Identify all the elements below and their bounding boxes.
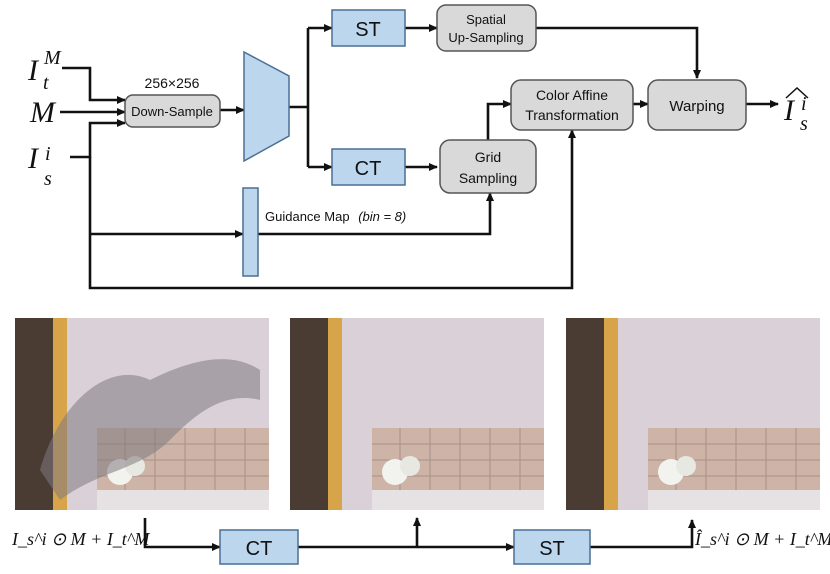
svg-text:M: M — [43, 47, 62, 69]
svg-text:Guidance Map (bin = 8): Guidance Map (bin = 8) — [265, 209, 406, 224]
input-mask: M — [29, 96, 57, 129]
photo-panel-after-st — [566, 318, 820, 510]
svg-text:s: s — [800, 113, 808, 135]
down-sample-label: Down-Sample — [131, 104, 213, 119]
photo-panel-after-ct — [290, 318, 544, 510]
guidance-map: Guidance Map (bin = 8) — [242, 187, 406, 277]
svg-text:I: I — [27, 142, 40, 175]
encoder-trapezoid — [243, 50, 290, 163]
bottom-arrows — [143, 517, 696, 551]
st-block: ST — [331, 9, 406, 47]
bottom-st-block: ST — [513, 529, 591, 565]
svg-text:I: I — [783, 94, 796, 127]
svg-text:Up-Sampling: Up-Sampling — [448, 30, 523, 45]
warping-block: Warping — [647, 79, 747, 131]
ct-label: CT — [355, 158, 382, 180]
svg-text:s: s — [44, 168, 52, 190]
photo-panel-composite — [15, 318, 269, 510]
input-target-masked: I M t — [27, 47, 62, 94]
svg-text:M: M — [29, 96, 57, 129]
svg-text:Color Affine: Color Affine — [536, 87, 608, 103]
svg-text:i: i — [45, 143, 51, 165]
grid-sampling-block: Grid Sampling — [439, 139, 537, 194]
bottom-right-formula: Î_s^i ⊙ M + I_t^M — [694, 528, 830, 549]
svg-text:Warping: Warping — [669, 98, 724, 115]
bottom-ct-block: CT — [219, 529, 299, 565]
svg-text:ST: ST — [539, 538, 565, 560]
bottom-left-formula: I_s^i ⊙ M + I_t^M — [11, 529, 150, 549]
output-label: I i s — [783, 86, 809, 135]
hat-mark — [785, 86, 809, 99]
down-sample-block: 256×256 Down-Sample — [124, 75, 221, 128]
svg-text:t: t — [43, 72, 49, 94]
svg-text:Spatial: Spatial — [466, 12, 506, 27]
svg-text:Grid: Grid — [475, 149, 501, 165]
color-affine-block: Color Affine Transformation — [510, 79, 634, 131]
st-label: ST — [355, 19, 381, 41]
top-arrows — [60, 24, 779, 290]
svg-text:Sampling: Sampling — [459, 170, 517, 186]
svg-text:i: i — [801, 93, 807, 115]
spatial-up-sampling-block: Spatial Up-Sampling — [436, 4, 537, 52]
ct-block: CT — [331, 148, 406, 186]
svg-text:Transformation: Transformation — [525, 107, 619, 123]
svg-text:I: I — [27, 54, 40, 87]
guidance-label: Guidance Map — [265, 209, 350, 224]
input-source: I i s — [27, 142, 52, 190]
down-sample-size: 256×256 — [145, 75, 200, 91]
guidance-bin: (bin = 8) — [358, 209, 406, 224]
svg-text:CT: CT — [246, 538, 273, 560]
